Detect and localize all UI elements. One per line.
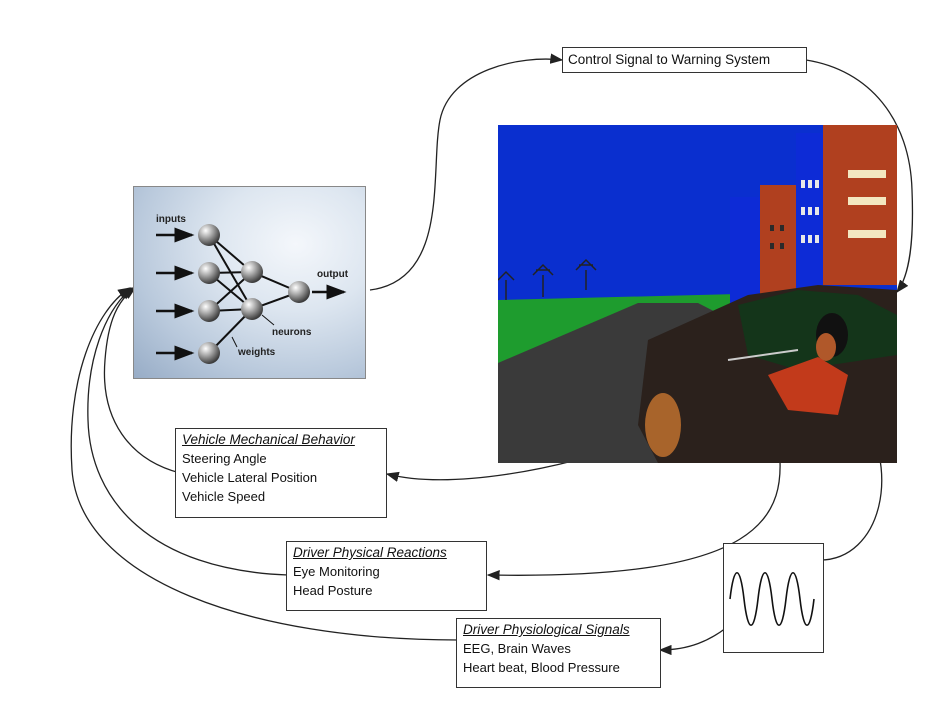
inputs-label: inputs (156, 214, 186, 225)
vehicle-mechanical-item: Vehicle Lateral Position (182, 470, 318, 485)
waveform-box (723, 543, 824, 653)
tree (498, 258, 597, 300)
driving-scene-illustration (498, 125, 897, 463)
vehicle-mechanical-item: Vehicle Speed (182, 489, 266, 504)
weights-label: weights (238, 347, 276, 358)
driver-physical-item: Eye Monitoring (293, 564, 380, 579)
driver-physiological-box: Driver Physiological Signals EEG, Brain … (456, 618, 661, 688)
output-label: output (317, 269, 349, 280)
vehicle-mechanical-item: Steering Angle (182, 451, 267, 466)
driver-physiological-item: Heart beat, Blood Pressure (463, 660, 620, 675)
neuron (198, 300, 220, 322)
sine-wave-icon (729, 572, 815, 626)
driver-physical-box: Driver Physical Reactions Eye Monitoring… (286, 541, 487, 611)
neuron (198, 224, 220, 246)
neuron (198, 342, 220, 364)
vehicle-mechanical-title: Vehicle Mechanical Behavior (182, 432, 355, 447)
neuron (241, 298, 263, 320)
wave-to-physiological-arrow (658, 627, 727, 656)
neural-network-diagram (156, 224, 347, 364)
neuron (198, 262, 220, 284)
neuron (241, 261, 263, 283)
driver-physical-title: Driver Physical Reactions (293, 545, 447, 560)
building (796, 133, 828, 303)
driving-scene-image (498, 125, 897, 463)
driver-physical-item: Head Posture (293, 583, 373, 598)
vehicle-mechanical-box: Vehicle Mechanical Behavior Steering Ang… (175, 428, 387, 518)
driver-physiological-item: EEG, Brain Waves (463, 641, 571, 656)
driver-physiological-title: Driver Physiological Signals (463, 622, 630, 637)
neurons-label: neurons (272, 327, 312, 338)
neuron (288, 281, 310, 303)
control-signal-label: Control Signal to Warning System (568, 52, 771, 67)
control-signal-box: Control Signal to Warning System (562, 47, 807, 73)
neural-network-panel: inputs output neurons weights (133, 186, 366, 379)
